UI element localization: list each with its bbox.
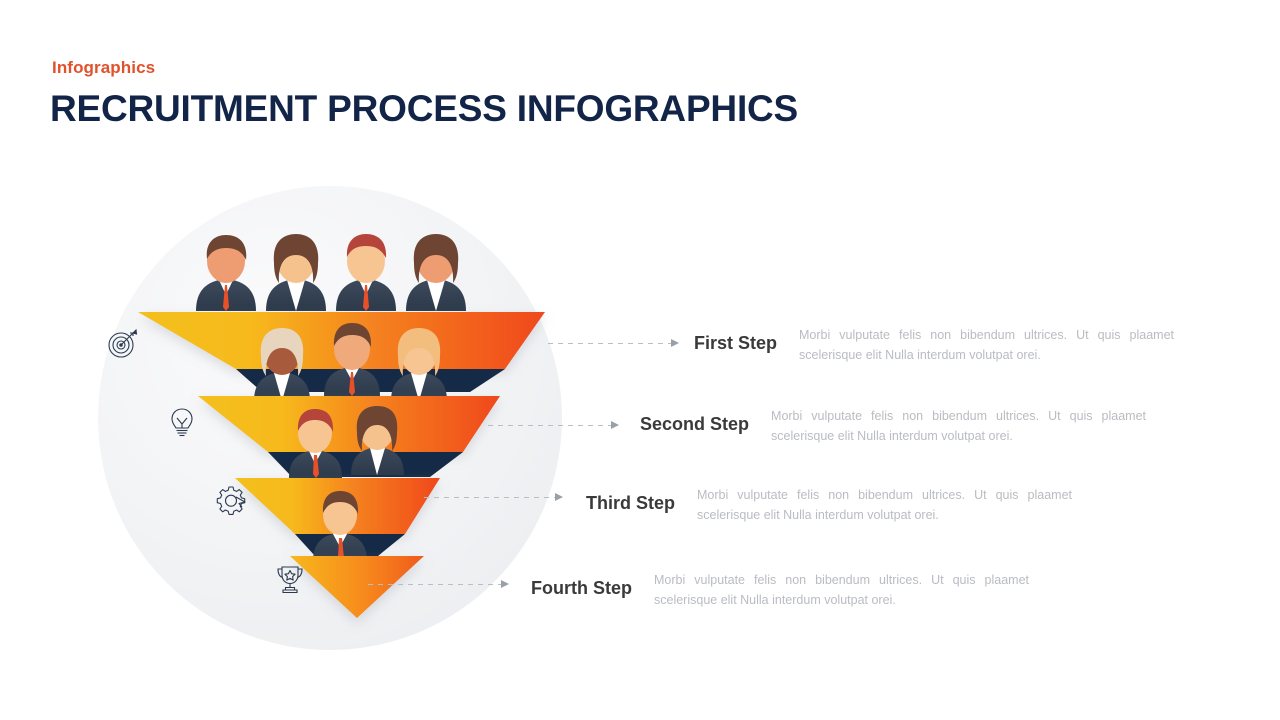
step-item-4[interactable]: Fourth Step Morbi vulputate felis non bi… (531, 570, 1029, 611)
connector-line-2 (488, 421, 619, 429)
step-item-1[interactable]: First Step Morbi vulputate felis non bib… (694, 325, 1174, 366)
page-title: RECRUITMENT PROCESS INFOGRAPHICS (50, 88, 799, 129)
gear-icon (215, 483, 249, 517)
kicker-label: Infographics (52, 58, 156, 77)
step-description: Morbi vulputate felis non bibendum ultri… (771, 409, 1147, 444)
step-description: Morbi vulputate felis non bibendum ultri… (697, 488, 1072, 523)
connector-dash (424, 497, 562, 498)
connector-line-3 (424, 493, 563, 501)
funnel-tip (290, 556, 424, 618)
connector-dash (368, 584, 508, 585)
trophy-icon (273, 563, 307, 597)
step-title: Second Step (640, 414, 750, 434)
connector-line-4 (368, 580, 509, 588)
step-item-3[interactable]: Third Step Morbi vulputate felis non bib… (586, 485, 1072, 526)
connector-arrow (611, 421, 619, 429)
step-description: Morbi vulputate felis non bibendum ultri… (654, 573, 1029, 608)
connector-dash (488, 425, 618, 426)
connector-arrow (555, 493, 563, 501)
people-row-4 (313, 491, 367, 562)
lightbulb-icon (165, 406, 199, 440)
step-description: Morbi vulputate felis non bibendum ultri… (799, 328, 1175, 363)
step-item-2[interactable]: Second Step Morbi vulputate felis non bi… (640, 406, 1146, 447)
people-row-3 (289, 406, 404, 478)
funnel-graphic (138, 234, 545, 618)
people-row-1 (196, 234, 466, 311)
step-title: Fourth Step (531, 578, 632, 598)
connector-arrow (671, 339, 679, 347)
step-title: First Step (694, 333, 778, 353)
funnel-band-2 (198, 396, 500, 452)
connector-arrow (501, 580, 509, 588)
connector-dash (548, 343, 678, 344)
people-row-2 (254, 323, 447, 401)
step-title: Third Step (586, 493, 675, 513)
connector-line-1 (548, 339, 679, 347)
target-icon (106, 326, 140, 360)
